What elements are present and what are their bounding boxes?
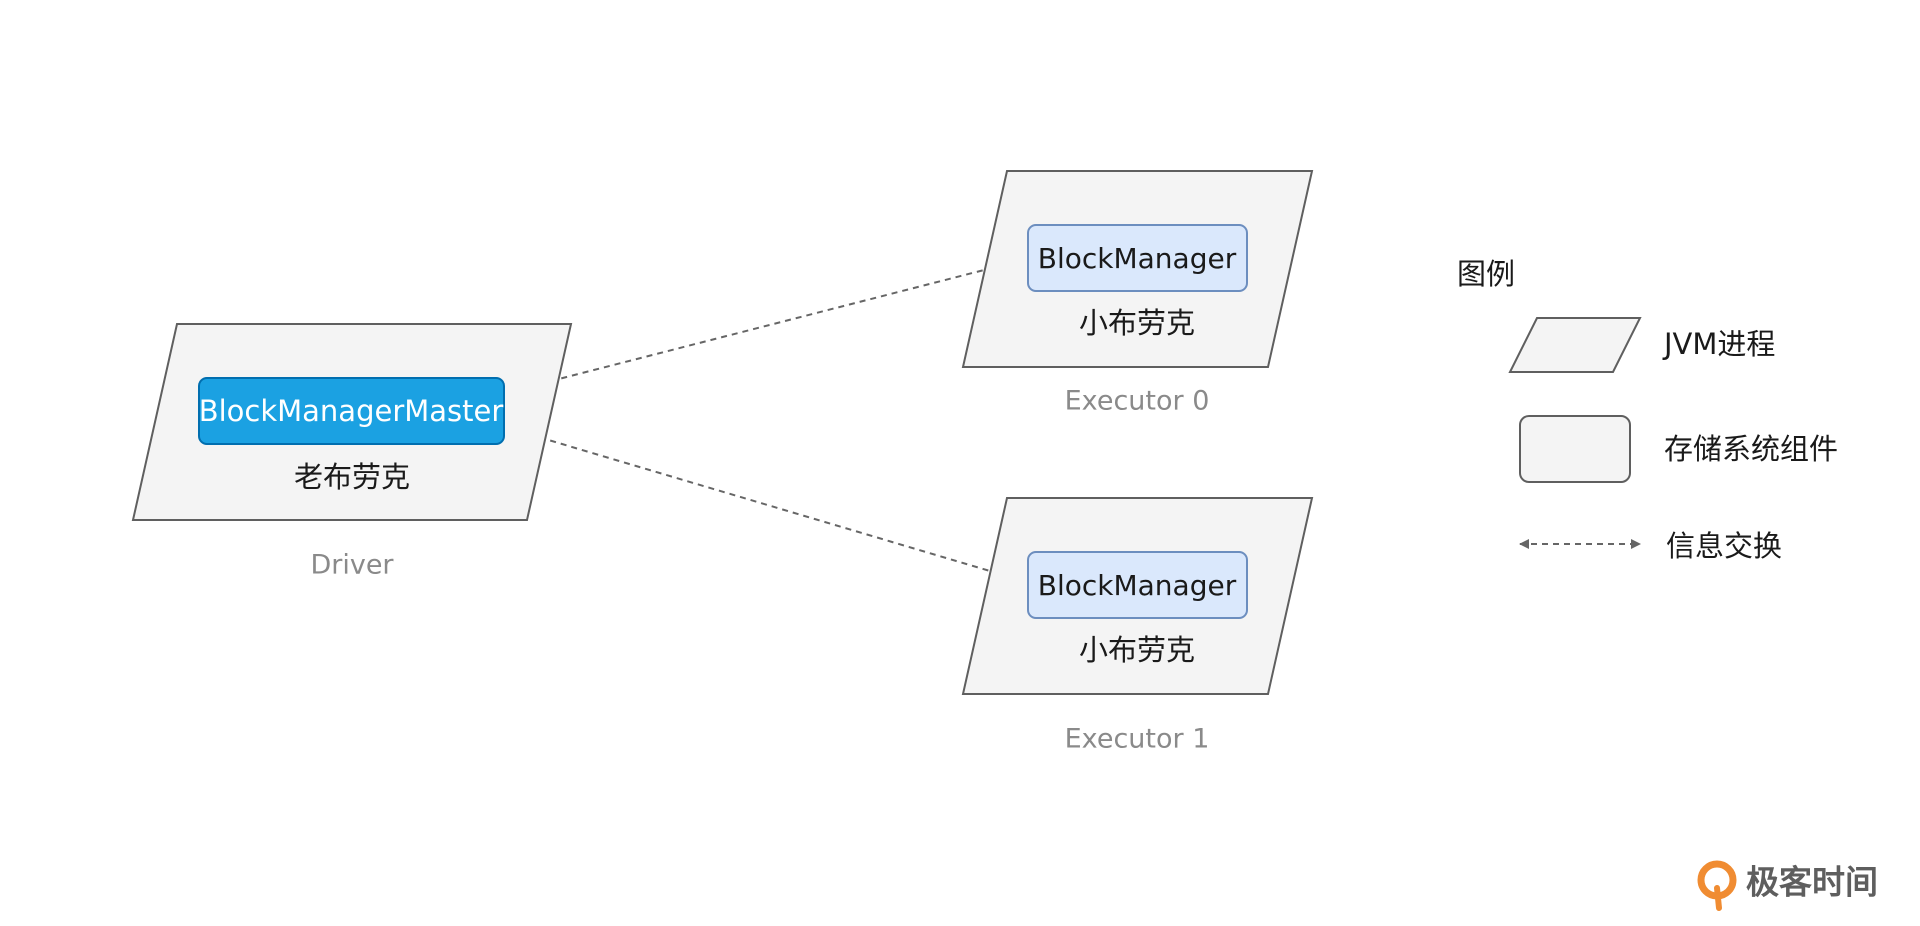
driver-caption: Driver [310, 550, 394, 581]
block-manager-box-1[interactable] [1027, 551, 1248, 619]
brand-watermark: 极客时间 [1697, 860, 1878, 911]
legend-title: 图例 [1457, 257, 1515, 291]
legend-item-storage-component: 存储系统组件 [1664, 432, 1838, 466]
legend-item-info-exchange: 信息交换 [1666, 529, 1782, 563]
executor-0-process: BlockManager 小布劳克 Executor 0 [961, 170, 1314, 417]
block-manager-master-box[interactable] [198, 377, 505, 445]
legend-parallelogram-icon [1508, 317, 1642, 373]
brand-name: 极客时间 [1746, 863, 1878, 902]
legend-rounded-rect-icon [1519, 415, 1631, 483]
brand-logo-icon [1697, 860, 1737, 911]
exchange-arrow-driver-executor0 [507, 256, 1028, 395]
block-manager-label-0: BlockManager [1038, 242, 1237, 275]
block-manager-master-label: BlockManagerMaster [199, 394, 504, 428]
executor-0-caption: Executor 0 [1065, 386, 1210, 417]
block-manager-label-1: BlockManager [1038, 569, 1237, 602]
driver-process: BlockManagerMaster 老布劳克 Driver [131, 323, 573, 581]
legend-item-jvm-process: JVM进程 [1662, 327, 1775, 361]
connectors [507, 256, 1028, 585]
executor-1-process: BlockManager 小布劳克 Executor 1 [961, 497, 1314, 755]
driver-nickname: 老布劳克 [294, 460, 410, 494]
executor-0-nickname: 小布劳克 [1079, 306, 1195, 340]
legend: 图例 JVM进程 存储系统组件 信息交换 [1457, 257, 1838, 563]
executor-1-nickname: 小布劳克 [1079, 633, 1195, 667]
block-manager-box-0[interactable] [1027, 224, 1248, 292]
executor-1-caption: Executor 1 [1065, 724, 1210, 755]
exchange-arrow-driver-executor1 [507, 425, 1028, 585]
